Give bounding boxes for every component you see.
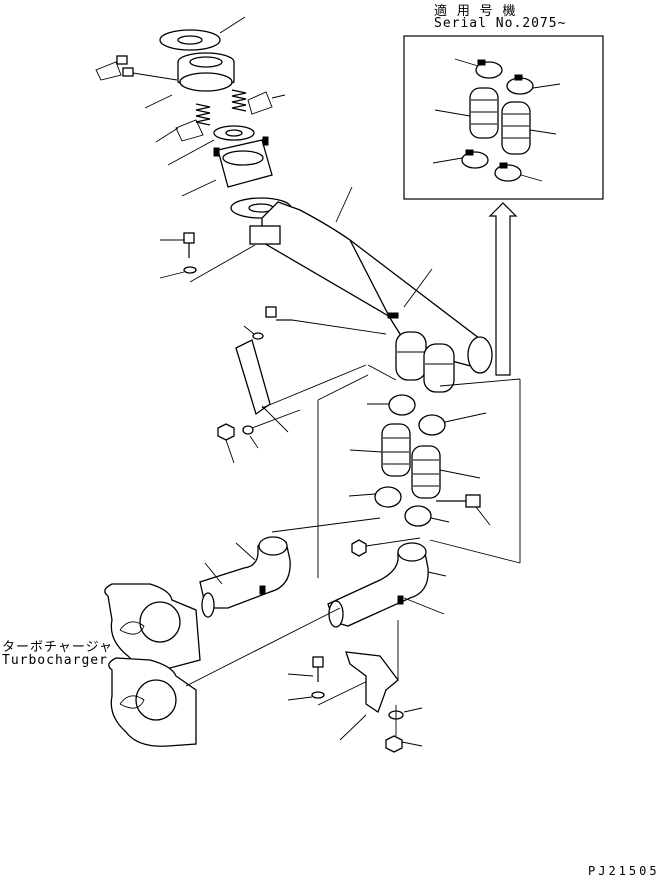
bracket-bolt-mid [243, 306, 387, 340]
serial-label-jp: 適 用 号 機 [434, 4, 517, 19]
inset-clamp-bottom-left [432, 149, 489, 169]
turbocharger-lower [108, 607, 341, 747]
turbocharger-label-jp: ターボチャージャ [2, 640, 113, 655]
upper-flange-adapter [132, 52, 235, 109]
upward-arrow [488, 202, 518, 376]
left-elbow-pipe [199, 517, 381, 618]
serial-inset-box [403, 35, 604, 200]
lower-bolt [287, 656, 379, 706]
exploded-frame [317, 364, 521, 578]
serial-label-en: Serial No.2075~ [434, 16, 567, 31]
tee-end-hoses [395, 331, 455, 393]
square-flange [181, 136, 273, 197]
turbocharger-label-en: Turbocharger [2, 653, 108, 668]
lower-nut-and-washer [385, 705, 423, 753]
inset-clamp-bottom-right [494, 162, 543, 182]
hose-nut-left [351, 537, 421, 557]
turbocharger-upper [104, 583, 201, 669]
exploded-hose-2 [411, 445, 481, 499]
right-elbow-pipe [327, 542, 447, 628]
exploded-clamp-3 [348, 486, 402, 508]
middle-gasket [167, 125, 255, 166]
inset-hose-right [501, 101, 557, 155]
exploded-clamp-4 [404, 505, 450, 527]
exploded-clamp-2 [418, 412, 487, 436]
exploded-clamp-1 [367, 394, 416, 416]
lower-bracket [339, 620, 399, 741]
hose-bolt-right [436, 494, 491, 526]
inset-clamp-top-right [506, 74, 561, 95]
inset-hose-left [434, 87, 499, 139]
exploded-hose-1 [349, 423, 411, 477]
top-gasket [159, 16, 246, 51]
top-nuts [95, 55, 134, 81]
inset-clamp-top-left [454, 58, 503, 79]
bracket-bolt-upper [159, 232, 256, 283]
reference-code: PJ21505 [588, 864, 659, 878]
bracket-nut-lower [217, 409, 301, 464]
main-tee-pipe [249, 186, 493, 374]
springs [155, 89, 286, 143]
